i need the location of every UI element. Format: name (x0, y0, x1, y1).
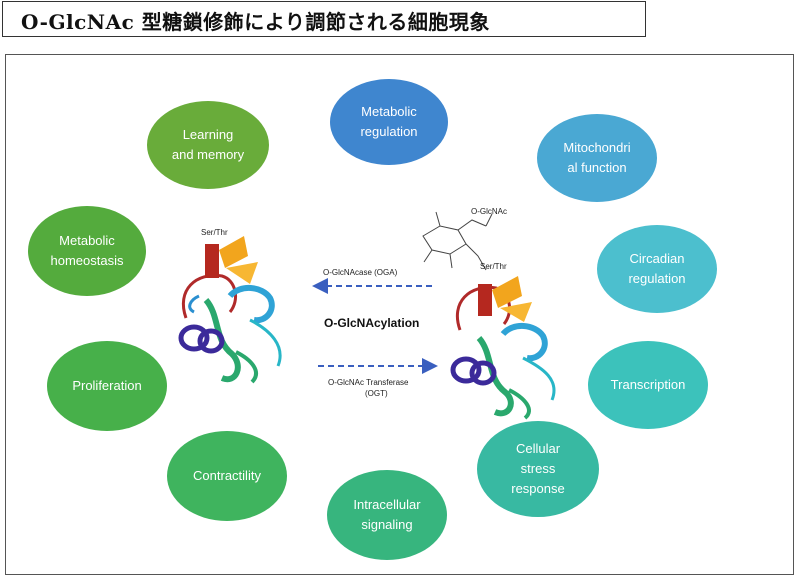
bubble-label: Learning and memory (171, 126, 245, 162)
bubble-label: Contractility (193, 467, 261, 483)
oga-label: O-GlcNAcase (OGA) (323, 268, 398, 277)
bubble-label: Metabolic regulation (360, 103, 418, 139)
left-protein-structure (178, 236, 282, 384)
left-residue-label: Ser/Thr (201, 228, 228, 237)
bubble-contractility: Contractility (167, 431, 287, 521)
sugar-label: O-GlcNAc (471, 207, 507, 216)
bubble-intracellular-signaling: Intracellular signaling (327, 470, 447, 560)
bubble-learning-and-memory: Learning and memory (147, 101, 269, 189)
bubble-label: Mitochondri al function (563, 139, 631, 175)
o-glcnacylation-label: O-GlcNAcylation (324, 316, 420, 330)
bubble-mitochondrial-function: Mitochondri al function (537, 114, 657, 202)
bubble-metabolic-homeostasis: Metabolic homeostasis (28, 206, 146, 296)
bubble-cellular-stress-response: Cellular stress response (477, 421, 599, 517)
ogt-label: O-GlcNAc Transferase (328, 378, 409, 387)
right-protein-structure (450, 276, 556, 420)
bubble-transcription: Transcription (588, 341, 708, 429)
bubble-proliferation: Proliferation (47, 341, 167, 431)
right-residue-label: Ser/Thr (480, 262, 507, 271)
bubble-label: Circadian regulation (628, 250, 686, 286)
bubble-label: Intracellular signaling (353, 496, 421, 532)
bubble-label: Cellular stress response (511, 440, 565, 497)
o-glcnac-sugar-structure (422, 211, 493, 271)
title-box: O-GlcNAc 型糖鎖修飾により調節される細胞現象 (2, 1, 646, 37)
bubble-label: Metabolic homeostasis (50, 232, 124, 268)
bubble-label: Proliferation (72, 377, 142, 393)
page-title: O-GlcNAc 型糖鎖修飾により調節される細胞現象 (21, 10, 490, 34)
bubble-metabolic-regulation: Metabolic regulation (330, 79, 448, 165)
ogt-abbrev-label: (OGT) (365, 389, 388, 398)
bubble-label: Transcription (610, 376, 686, 392)
bubble-circadian-regulation: Circadian regulation (597, 225, 717, 313)
